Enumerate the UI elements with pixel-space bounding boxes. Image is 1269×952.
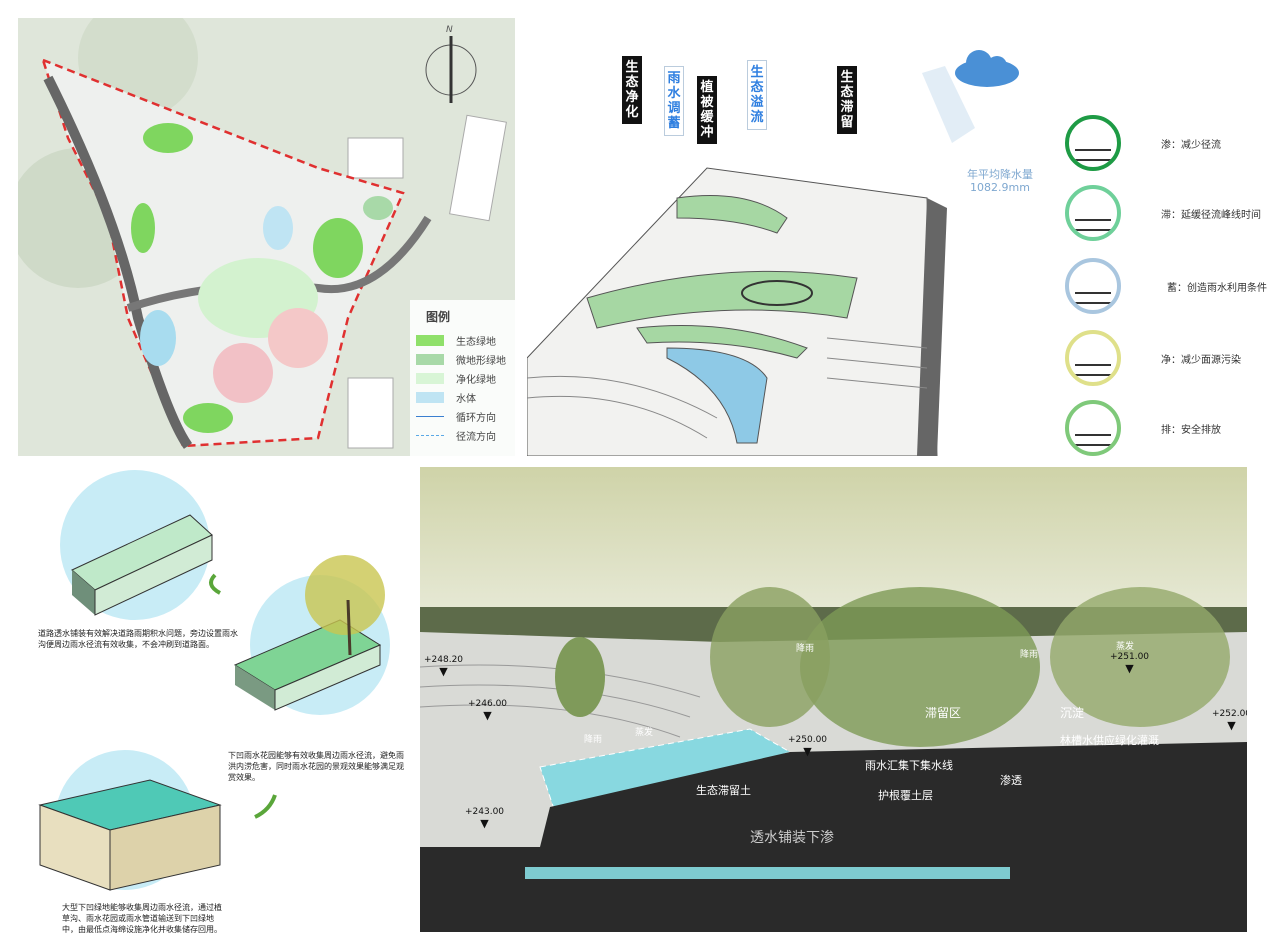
infiltrate-icon xyxy=(1065,115,1121,171)
retain-icon xyxy=(1065,185,1121,241)
label-eco-purification: 生态净化 xyxy=(622,56,642,124)
legend-label: 净化绿地 xyxy=(456,375,496,386)
label-eco-overflow: 生态溢流 xyxy=(747,60,767,130)
elevation-marker: +248.20 xyxy=(424,655,463,678)
site-plan-drawing: N xyxy=(18,18,507,449)
label-infiltration: 渗透 xyxy=(1000,774,1022,787)
drain-icon xyxy=(1065,400,1121,456)
dashed-arrow-icon xyxy=(416,435,444,436)
legend-item: 净化绿地 xyxy=(416,369,509,388)
label-eco-retention: 生态滞留 xyxy=(837,66,857,134)
cycle-step: 渗：减少径流 xyxy=(1065,115,1221,171)
cycle-label: 排：安全排放 xyxy=(1161,424,1221,436)
legend-item: 生态绿地 xyxy=(416,331,509,350)
cycle-step: 滞：延缓径流峰线时间 xyxy=(1065,185,1261,241)
legend-label: 水体 xyxy=(456,394,476,405)
label-retention-zone: 滞留区 xyxy=(925,706,962,720)
annual-rainfall: 年平均降水量 1082.9mm xyxy=(967,168,1033,194)
legend-label: 径流方向 xyxy=(456,432,496,443)
label-mulch-layer: 护根覆土层 xyxy=(878,789,933,802)
elevation-marker: +243.00 xyxy=(465,807,504,830)
terrain-model: 生态净化 雨水调蓄 植被缓冲 生态溢流 生态滞留 年平均降水量 1082.9mm xyxy=(527,18,1047,456)
elevation-marker: +246.00 xyxy=(468,699,507,722)
cycle-label: 净：减少面源污染 xyxy=(1161,354,1241,366)
label-rain: 降雨 xyxy=(584,735,603,745)
store-icon xyxy=(1065,258,1121,314)
label-vegetation-buffer: 植被缓冲 xyxy=(697,76,717,144)
caption-sunken-green: 大型下凹绿地能够收集周边雨水径流，通过植草沟、雨水花园或雨水管道输送到下凹绿地中… xyxy=(62,903,222,934)
legend-item: 微地形绿地 xyxy=(416,350,509,369)
legend-title: 图例 xyxy=(426,310,451,324)
cycle-label: 蓄：创造雨水利用条件 xyxy=(1167,282,1267,294)
elevation-marker: +252.00 xyxy=(1212,709,1247,732)
elevation-marker: +251.00 xyxy=(1110,652,1149,675)
legend-item: 水体 xyxy=(416,388,509,407)
purify-icon xyxy=(1065,330,1121,386)
label-bioretention-soil: 生态滞留土 xyxy=(696,784,751,797)
swatch-icon xyxy=(416,373,444,384)
cycle-step: 净：减少面源污染 xyxy=(1065,330,1241,386)
label-sedimentation: 沉淀 xyxy=(1060,706,1085,720)
swatch-icon xyxy=(416,354,444,365)
terrain-drawing xyxy=(527,50,1019,456)
caption-rain-garden: 下凹雨水花园能够有效收集周边雨水径流，避免雨洪内涝危害，同时雨水花园的景观效果能… xyxy=(228,751,404,782)
cycle-step: 排：安全排放 xyxy=(1065,400,1221,456)
label-permeable-paving: 透水铺装下渗 xyxy=(750,830,834,846)
cycle-label: 渗：减少径流 xyxy=(1161,139,1221,151)
cycle-step: 蓄：创造雨水利用条件 xyxy=(1065,258,1267,314)
swatch-icon xyxy=(416,335,444,346)
label-irrigation: 林槽水供应绿化灌溉 xyxy=(1060,734,1159,747)
site-plan-map: N 图例 生态绿地 微地形绿地 净化绿地 水体 循环方向 径流方向 xyxy=(18,18,515,456)
rainfall-value: 1082.9mm xyxy=(970,181,1030,194)
cycle-label: 滞：延缓径流峰线时间 xyxy=(1161,209,1261,221)
legend-label: 循环方向 xyxy=(456,413,496,424)
legend-item: 循环方向 xyxy=(416,407,509,426)
label-rain-storage: 雨水调蓄 xyxy=(664,66,684,136)
elevation-marker: +250.00 xyxy=(788,735,827,758)
north-label: N xyxy=(446,25,453,35)
label-collection-line: 雨水汇集下集水线 xyxy=(865,759,953,772)
legend-item: 径流方向 xyxy=(416,426,509,445)
sponge-cycle: 渗：减少径流 滞：延缓径流峰线时间 蓄：创造雨水利用条件 净：减少面源污染 排：… xyxy=(1050,110,1269,460)
label-evaporation: 蒸发 xyxy=(635,728,654,738)
label-rain: 降雨 xyxy=(1020,650,1039,660)
swatch-icon xyxy=(416,392,444,403)
map-legend: 图例 生态绿地 微地形绿地 净化绿地 水体 循环方向 径流方向 xyxy=(410,300,515,456)
rainfall-title: 年平均降水量 xyxy=(967,168,1033,181)
detail-diagrams: 道路透水铺装有效解决道路雨期积水问题，旁边设置雨水沟便周边雨水径流有效收集，不会… xyxy=(20,465,418,945)
section-perspective: +248.20 +246.00 +243.00 +250.00 +251.00 … xyxy=(420,467,1247,932)
section-drawing xyxy=(420,467,1247,932)
caption-permeable-paving: 道路透水铺装有效解决道路雨期积水问题，旁边设置雨水沟便周边雨水径流有效收集，不会… xyxy=(38,629,238,649)
label-evaporation: 蒸发 xyxy=(1116,642,1135,652)
detail-drawings xyxy=(38,470,390,891)
legend-label: 生态绿地 xyxy=(456,337,496,348)
legend-label: 微地形绿地 xyxy=(456,356,506,367)
arrow-line-icon xyxy=(416,416,444,417)
label-rain: 降雨 xyxy=(796,644,815,654)
